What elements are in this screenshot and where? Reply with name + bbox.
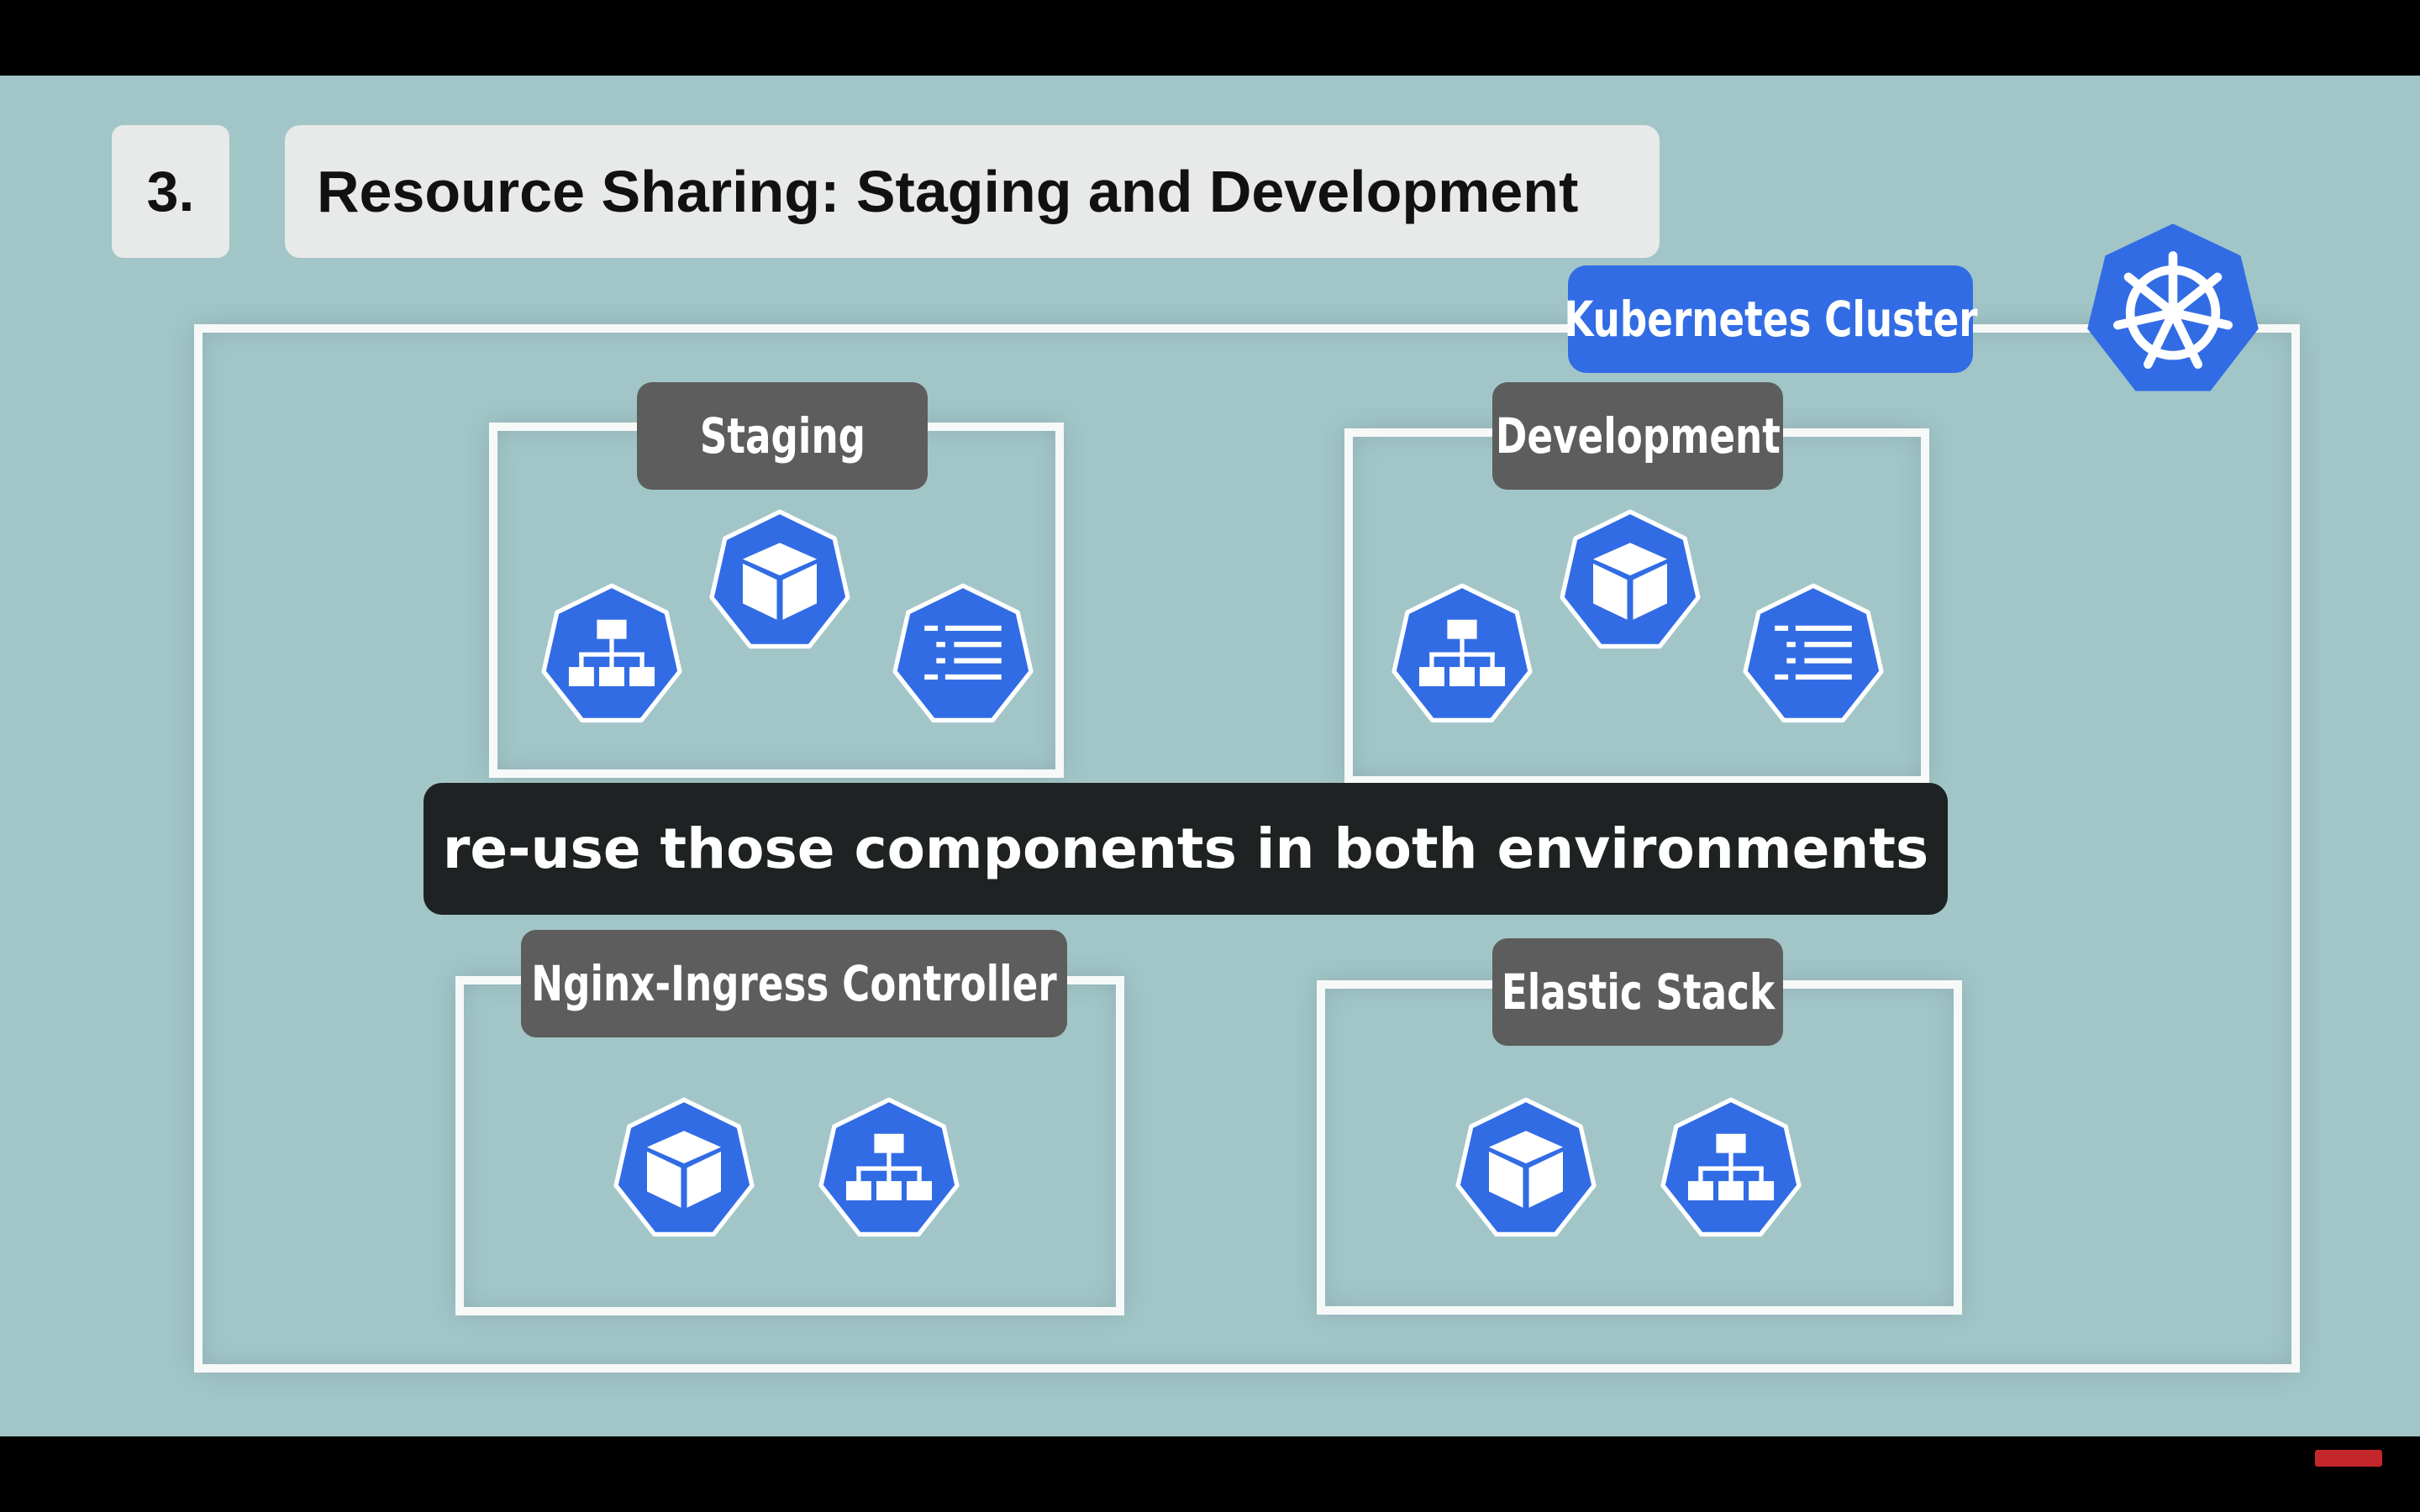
service-icon xyxy=(815,1095,963,1243)
service-icon xyxy=(538,581,686,729)
pod-icon xyxy=(1452,1095,1600,1243)
development-label: Development xyxy=(1492,382,1783,490)
config-icon xyxy=(1739,581,1887,729)
slide xyxy=(0,76,2420,1436)
subtitle-caption: re-use those components in both environm… xyxy=(424,783,1948,915)
cluster-label: Kubernetes Cluster xyxy=(1564,265,1977,373)
service-icon xyxy=(1388,581,1536,729)
elastic-stack-label: Elastic Stack xyxy=(1492,938,1783,1046)
subscribe-watermark[interactable] xyxy=(2315,1450,2382,1467)
slide-title: Resource Sharing: Staging and Developmen… xyxy=(285,125,1660,258)
pod-icon xyxy=(610,1095,758,1243)
nginx-ingress-label: Nginx-Ingress Controller xyxy=(521,930,1067,1037)
cluster-frame xyxy=(194,324,2300,1373)
kubernetes-helm-wheel-icon xyxy=(2081,220,2265,398)
pod-icon xyxy=(706,507,854,655)
staging-label: Staging xyxy=(637,382,928,490)
service-icon xyxy=(1657,1095,1805,1243)
pod-icon xyxy=(1556,507,1704,655)
slide-number: 3. xyxy=(112,125,229,258)
config-icon xyxy=(889,581,1037,729)
